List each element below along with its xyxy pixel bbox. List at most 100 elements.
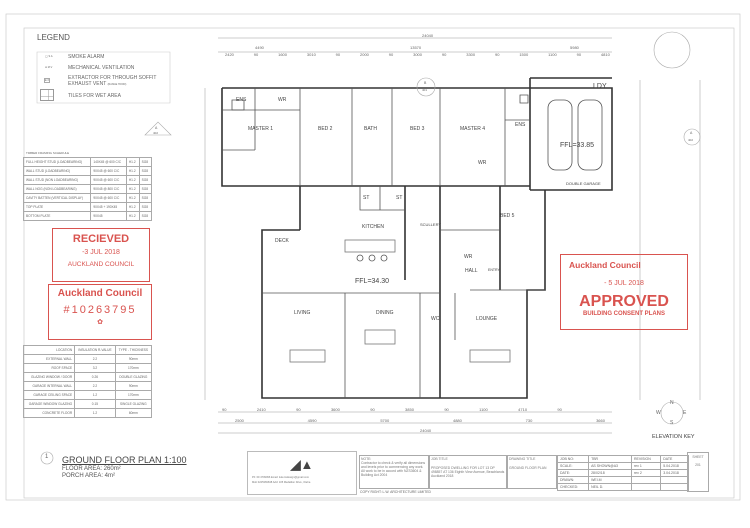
dim: 3300: [466, 52, 476, 57]
cell: ROOF SPACE: [22, 363, 76, 373]
north-arrow-icon: [653, 31, 691, 69]
copyright: COPY RIGHT: L.W. ARCHITECTURE LIMITED: [360, 490, 431, 494]
cell: H1.2: [125, 166, 140, 176]
cell: WEI.M: [588, 476, 633, 484]
cell: REVISION: [631, 455, 662, 463]
table-row: CHECKED:NEIL D.: [556, 483, 689, 491]
cell: 60mm: [114, 408, 153, 418]
section-marker-a-icon: [144, 121, 172, 136]
dim: 1100: [479, 407, 488, 412]
header-cell: INSULATION R-VALUE: [74, 345, 116, 355]
dim-bottom-total: 24040: [420, 428, 432, 433]
section-a-sheet: 402: [153, 131, 159, 135]
cell: DATE: [660, 455, 689, 463]
legend-smoke-alarm: SMOKE ALARM: [68, 54, 105, 60]
mechanical-ventilation-icon: ⊗ M.V: [45, 66, 53, 69]
dim: 90: [388, 52, 394, 57]
cell: SG8: [138, 193, 153, 203]
cell: 5.04.2018: [660, 462, 689, 470]
section-b-letter: B: [424, 81, 427, 85]
room-master-1: MASTER 1: [248, 126, 274, 132]
legend-tiles: TILES FOR WET AREA: [68, 93, 121, 99]
council-number: #10263795: [63, 304, 137, 316]
dim: 3010: [306, 52, 316, 57]
legend-extractor-note: (RANGE HOOD): [107, 82, 127, 86]
company-contact: Ph: 09 4709096 Email: luke.lwdesign@gmai…: [252, 476, 309, 479]
section-marker-a2-icon: [683, 128, 701, 146]
cell: 90X45 + 190X45: [90, 202, 127, 212]
room-st-1: ST: [363, 195, 370, 201]
extractor-icon: E.X: [44, 78, 51, 83]
cell: 90mm: [114, 381, 153, 391]
cell: NEIL D.: [588, 483, 633, 491]
cell: [631, 476, 662, 484]
dim-top-group-2: 13570: [410, 45, 422, 50]
cell: 2.2: [74, 381, 116, 391]
room-laundry: LDY: [593, 83, 607, 90]
cell: 3.2: [74, 363, 116, 373]
received-stamp: RECIEVED -3 JUL 2018 AUCKLAND COUNCIL: [52, 228, 150, 282]
cell: 90mm: [114, 354, 153, 364]
cell: SCALE:: [556, 462, 590, 470]
sheet-label: SHEET: [692, 455, 704, 459]
cell: 28/02/18: [588, 469, 633, 477]
dim: 90: [253, 52, 259, 57]
timber-schedule-table: FULL HEIGHT STUD (LOADBEARING)140X45 @ 6…: [22, 157, 153, 221]
section-a2-sheet: 402: [688, 138, 694, 142]
dim: 90: [370, 407, 375, 412]
cell: DATE:: [556, 469, 590, 477]
dim: 2410: [256, 407, 266, 412]
room-bed-2: BED 2: [318, 126, 333, 132]
dim: 90: [444, 407, 449, 412]
cell: GLAZING WINDOW / DOOR: [22, 372, 76, 382]
sheet-border: [5, 13, 741, 501]
cell: 2.2: [74, 354, 116, 364]
cell: H1.2: [125, 184, 140, 194]
cell: SG8: [138, 157, 153, 167]
room-bed-5: BED 5: [500, 213, 515, 219]
cell: 90X45 @ 600 C/C: [90, 166, 127, 176]
cell: GARAGE WINDOW GLAZING: [22, 399, 76, 409]
cell: SINGLE GLAZING: [114, 399, 153, 409]
cell: GARAGE INTERNAL WALL: [22, 381, 76, 391]
cell: 90X45: [90, 211, 127, 221]
legend-extractor-label: EXTRACTOR FOR THROUGH SOFFIT EXHAUST VEN…: [68, 75, 157, 87]
cell: 1.2: [74, 390, 116, 400]
dim: 90: [557, 407, 562, 412]
room-bath: BATH: [364, 126, 377, 132]
cell: H1.2: [125, 175, 140, 185]
cell: DRAWN:: [556, 476, 590, 484]
tiles-icon: [40, 89, 54, 101]
cell: H1.2: [125, 193, 140, 203]
dim: 90: [576, 52, 582, 57]
section-a2-letter: A: [690, 131, 693, 135]
dim: 90: [441, 52, 447, 57]
cell: [631, 483, 662, 491]
cell: BOTTOM PLATE: [22, 211, 92, 221]
dim: 90: [296, 407, 301, 412]
dim: 1500: [519, 52, 529, 57]
dim: 2500: [235, 418, 244, 423]
room-ens-2: ENS: [515, 122, 526, 128]
dim: 3600: [330, 407, 340, 412]
dim: 1600: [278, 52, 288, 57]
table-row: WALL STUD (NON LOADBEARING)90X45 @ 600 C…: [22, 175, 153, 185]
section-a-letter: A: [155, 126, 158, 130]
job-title-box: JOB TITLE PROPOSED DWELLING FOR LOT 13 D…: [429, 455, 507, 489]
room-st-2: ST: [396, 195, 403, 201]
dim: 2000: [360, 52, 369, 57]
dim: 3660: [596, 418, 605, 423]
table-row: CAVITY BATTEN (VERTICAL DISPLAY)90X45 @ …: [22, 193, 153, 203]
